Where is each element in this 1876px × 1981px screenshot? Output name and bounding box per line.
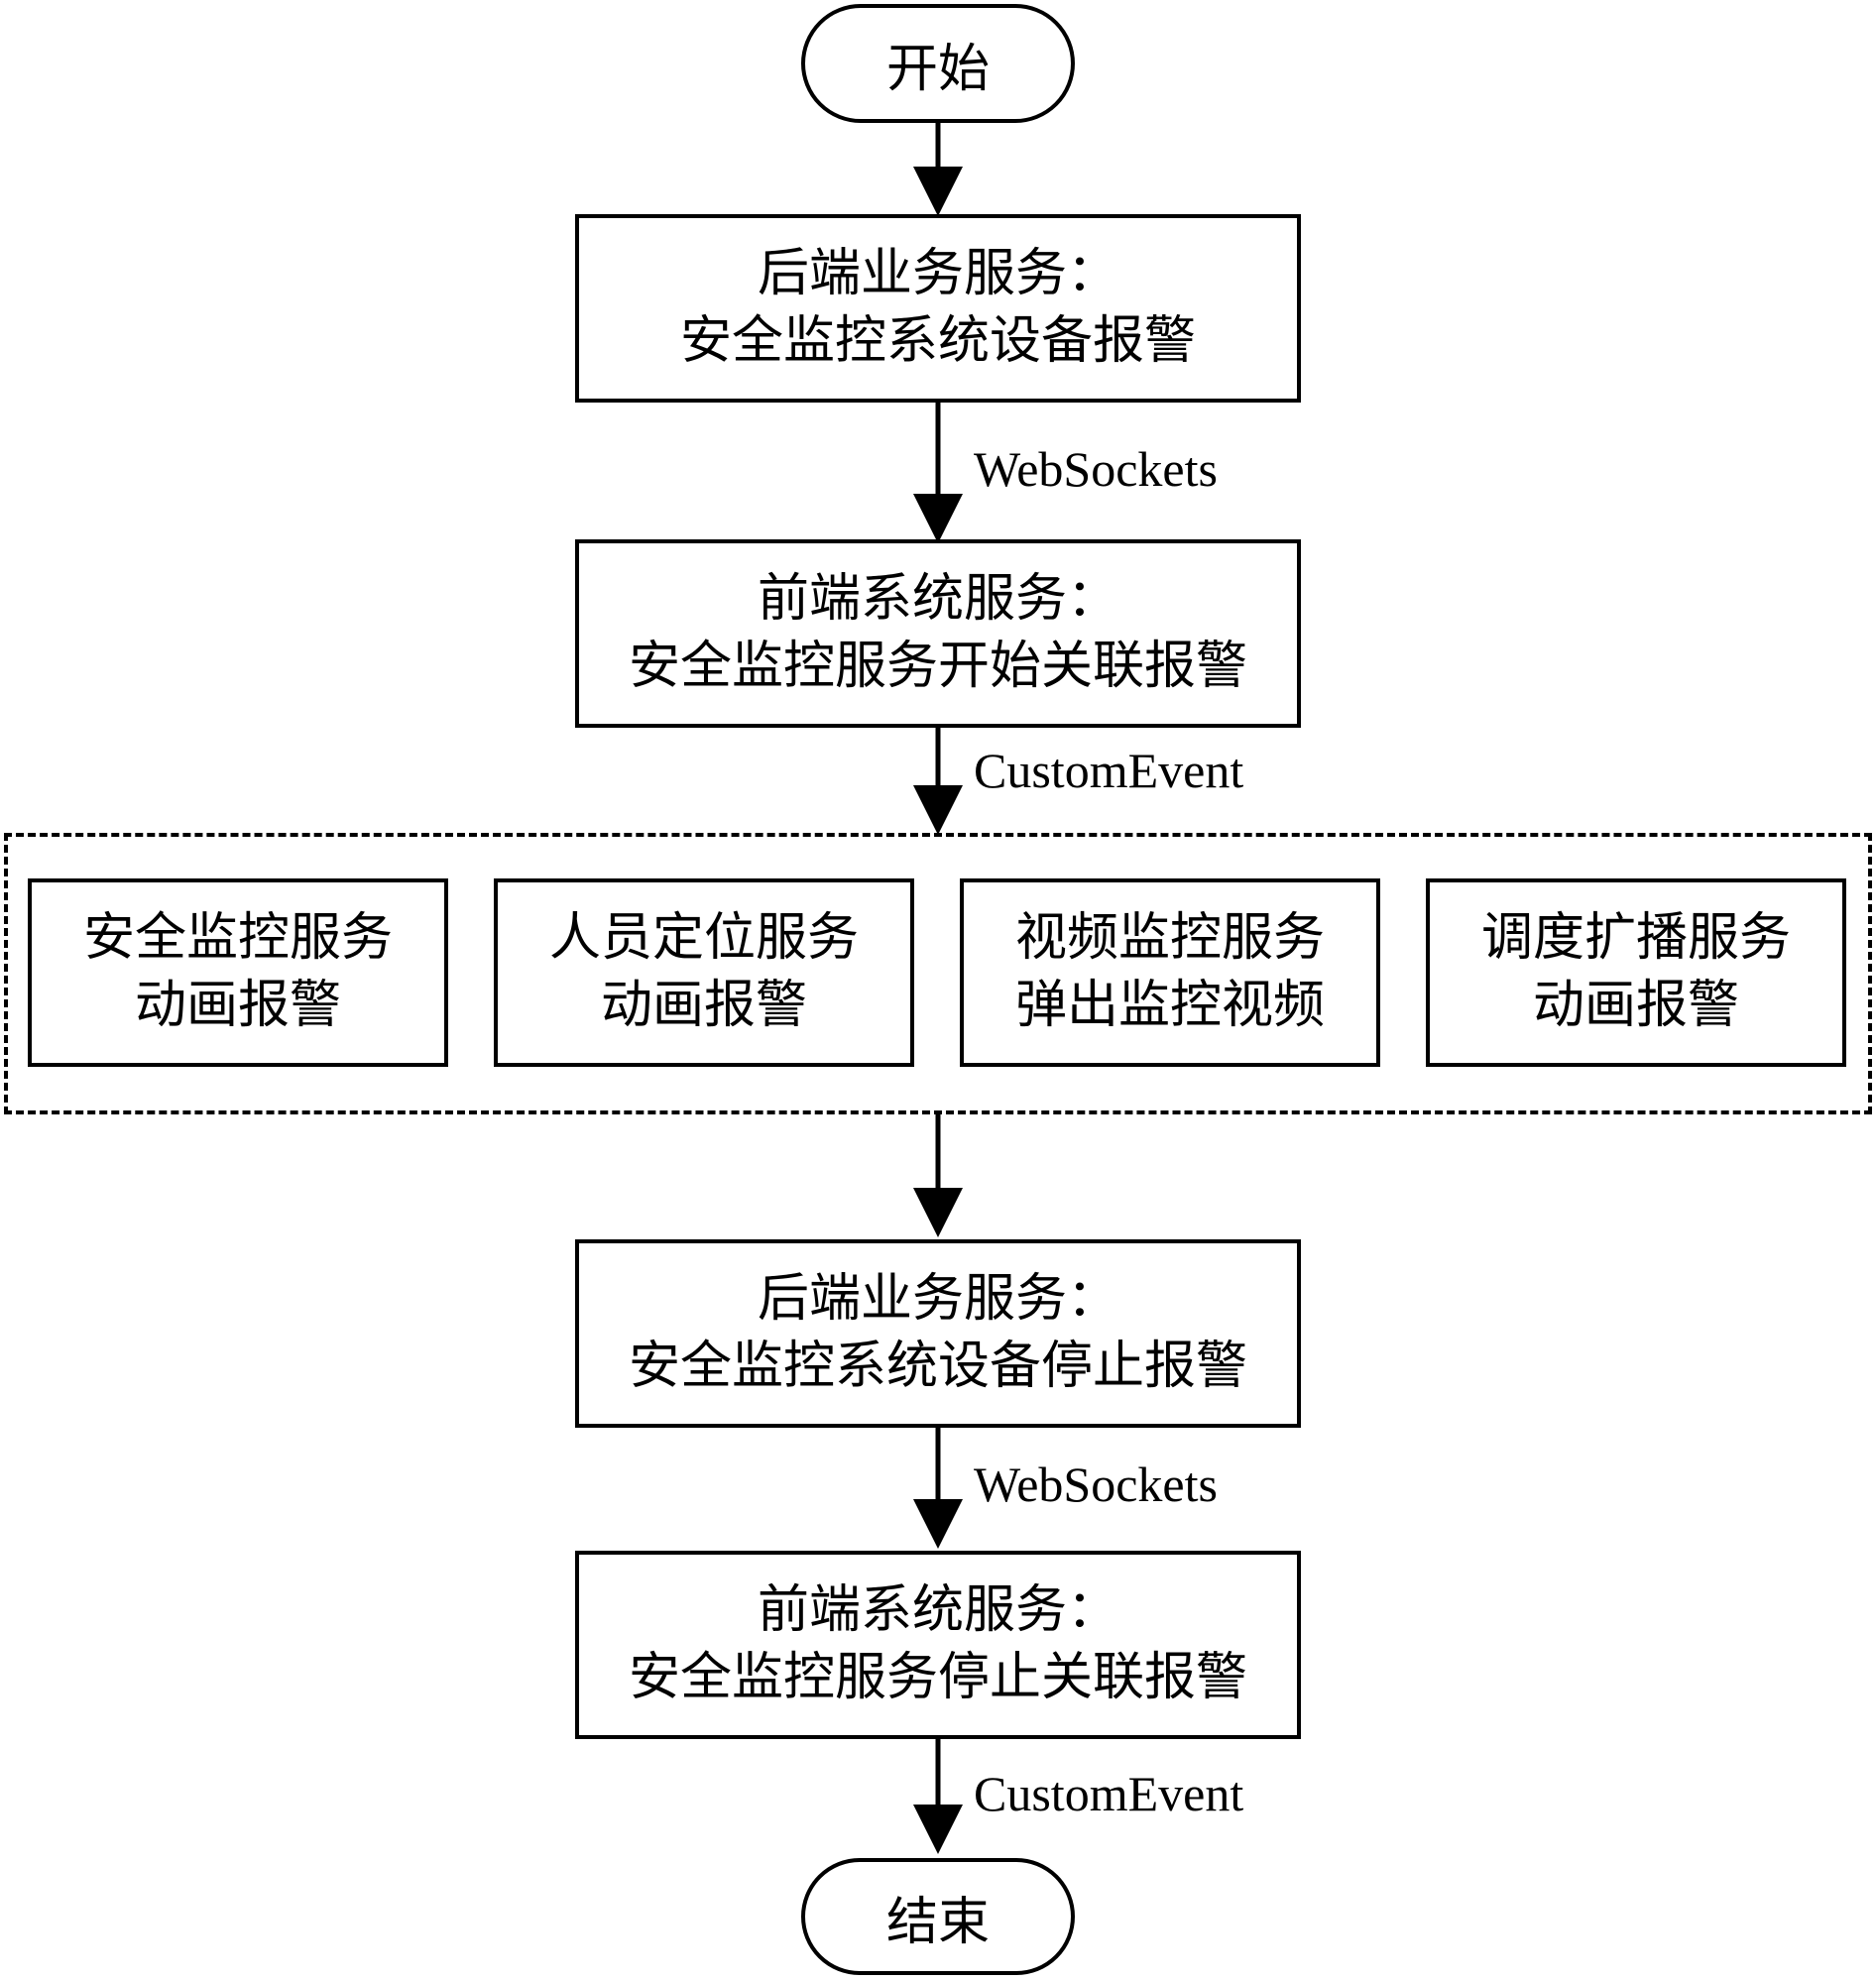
parallel-service-personnel-line1: 人员定位服务 [548,908,859,969]
start-label: 开始 [885,39,990,99]
parallel-service-safety: 安全监控服务 动画报警 [28,878,448,1067]
parallel-service-video: 视频监控服务 弹出监控视频 [960,878,1380,1067]
parallel-service-video-line1: 视频监控服务 [1014,908,1325,969]
edge-label-customevent-1: CustomEvent [974,743,1244,798]
parallel-service-dispatch-line2: 动画报警 [1532,976,1739,1035]
backend-alarm-line2: 安全监控系统设备报警 [679,311,1196,371]
parallel-service-safety-line2: 动画报警 [134,976,341,1035]
edge-label-websockets-2: WebSockets [974,1457,1218,1512]
frontend-stop-linked-alarm-line1: 前端系统服务： [757,1580,1118,1641]
parallel-service-video-line2: 弹出监控视频 [1014,976,1325,1035]
edge-label-customevent-2: CustomEvent [974,1766,1244,1821]
frontend-stop-linked-alarm-box: 前端系统服务： 安全监控服务停止关联报警 [575,1551,1301,1739]
backend-stop-alarm-box: 后端业务服务： 安全监控系统设备停止报警 [575,1239,1301,1428]
backend-stop-alarm-line2: 安全监控系统设备停止报警 [628,1337,1247,1396]
start-node: 开始 [801,4,1075,123]
backend-stop-alarm-line1: 后端业务服务： [757,1269,1118,1330]
parallel-services-group [4,833,1872,1114]
end-node: 结束 [801,1858,1075,1975]
backend-alarm-line1: 后端业务服务： [757,244,1118,304]
frontend-stop-linked-alarm-line2: 安全监控服务停止关联报警 [628,1648,1247,1707]
frontend-linked-alarm-box: 前端系统服务： 安全监控服务开始关联报警 [575,539,1301,728]
parallel-service-personnel-line2: 动画报警 [600,976,807,1035]
backend-alarm-box: 后端业务服务： 安全监控系统设备报警 [575,214,1301,403]
parallel-service-personnel: 人员定位服务 动画报警 [494,878,914,1067]
end-label: 结束 [885,1892,990,1952]
parallel-service-safety-line1: 安全监控服务 [82,908,393,969]
parallel-service-dispatch-line1: 调度扩播服务 [1480,908,1791,969]
parallel-service-dispatch: 调度扩播服务 动画报警 [1426,878,1846,1067]
frontend-linked-alarm-line1: 前端系统服务： [757,569,1118,630]
edge-label-websockets-1: WebSockets [974,441,1218,497]
frontend-linked-alarm-line2: 安全监控服务开始关联报警 [628,637,1247,696]
